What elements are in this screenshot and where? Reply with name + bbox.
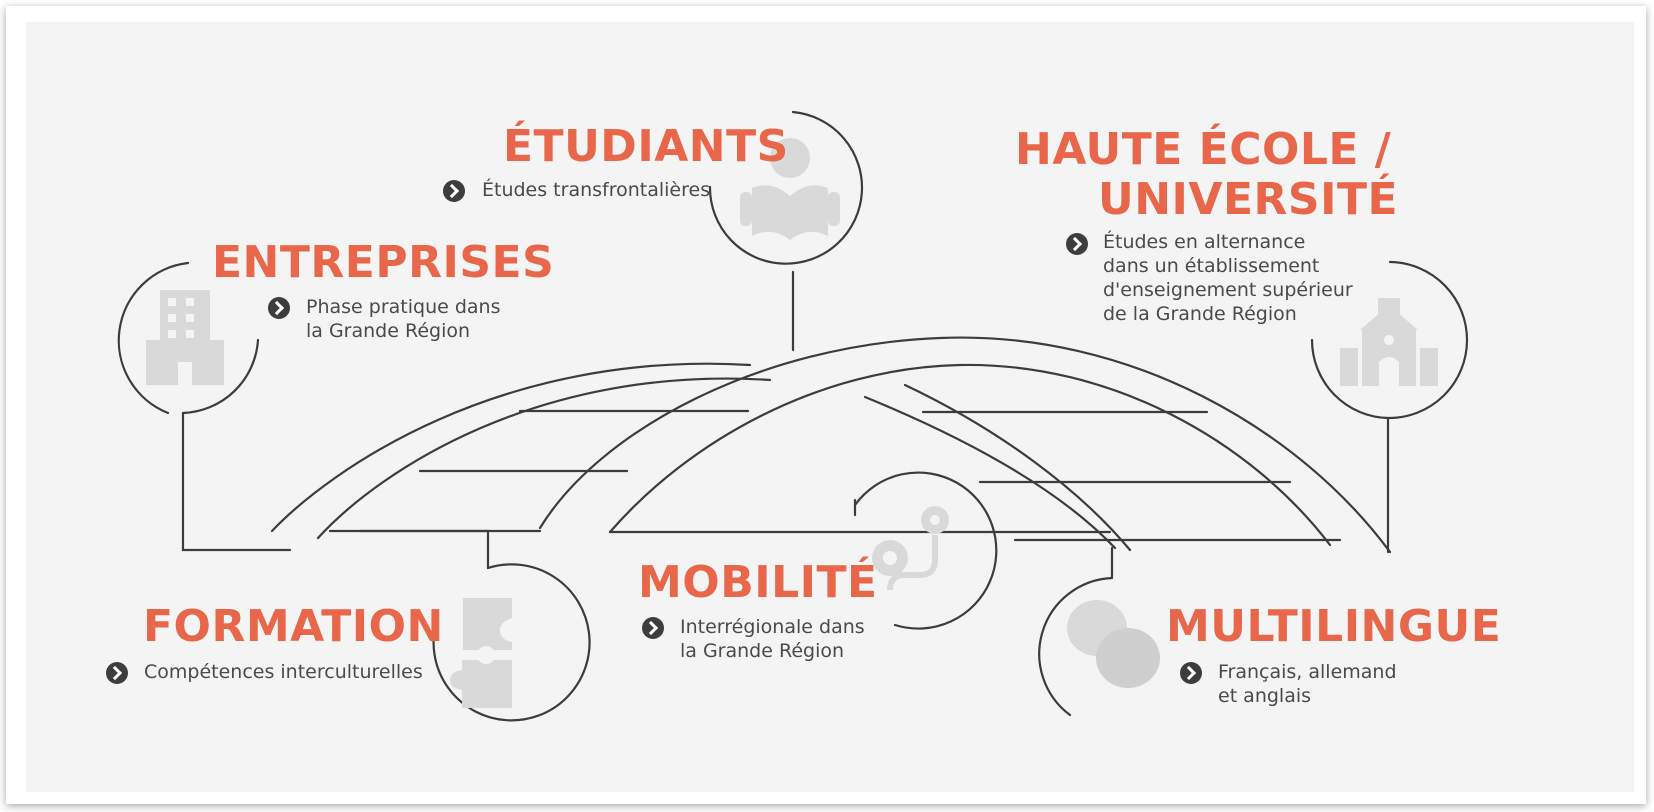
- office-building-icon: [146, 290, 224, 385]
- bridge-arc-right-strand-b: [903, 383, 1132, 552]
- haute-ecole-line-2: dans un établissement: [1103, 255, 1320, 277]
- mobilite-text: Interrégionale dans la Grande Région: [680, 615, 865, 663]
- speech-bubbles-icon: [1067, 600, 1160, 688]
- circle-mobilite: [853, 471, 998, 630]
- route-pins-icon: [872, 506, 949, 591]
- etudiants-text: Études transfrontalières: [482, 178, 710, 202]
- formation-text: Compétences interculturelles: [144, 660, 423, 684]
- etudiants-title: ÉTUDIANTS: [503, 121, 789, 172]
- circle-multilingue: [1038, 576, 1114, 717]
- mobilite-title: MOBILITÉ: [638, 557, 878, 608]
- bridge-arc-main-inner: [608, 363, 1332, 547]
- entreprises-line-2: la Grande Région: [306, 320, 471, 342]
- connector-entreprises: [181, 411, 292, 552]
- puzzle-piece-icon: [450, 598, 512, 708]
- bridge-arc-left-inner: [316, 377, 772, 540]
- multilingue-line-2: et anglais: [1218, 685, 1312, 707]
- entreprises-title: ENTREPRISES: [212, 237, 555, 288]
- bridge-arc-main-outer: [538, 336, 1392, 554]
- haute-ecole-line-4: de la Grande Région: [1103, 303, 1297, 325]
- entreprises-text: Phase pratique dans la Grande Région: [306, 295, 501, 343]
- haute-ecole-text: Études en alternance dans un établisseme…: [1103, 230, 1353, 326]
- bridge-arc-left-outer: [270, 362, 752, 533]
- circle-haute-ecole: [1310, 260, 1469, 420]
- multilingue-title: MULTILINGUE: [1166, 601, 1502, 652]
- diagram-panel: [26, 22, 1634, 792]
- haute-ecole-title-line-1: HAUTE ÉCOLE /: [1015, 124, 1392, 175]
- formation-title: FORMATION: [143, 601, 444, 652]
- haute-ecole-line-3: d'enseignement supérieur: [1103, 279, 1353, 301]
- chevron-bullet-icon: [106, 662, 128, 684]
- chevron-bullet-icon: [268, 297, 290, 319]
- haute-ecole-line-1: Études en alternance: [1103, 231, 1306, 253]
- multilingue-line-1: Français, allemand: [1218, 661, 1397, 683]
- circle-entreprises: [117, 261, 260, 415]
- etudiants-line-1: Études transfrontalières: [482, 179, 711, 201]
- chevron-bullet-icon: [443, 180, 465, 202]
- bridge-arc-right-strand-a: [863, 395, 1117, 550]
- connector-formation: [358, 529, 490, 570]
- chevron-bullet-icon: [1066, 233, 1088, 255]
- reading-student-icon: [740, 138, 840, 240]
- formation-line-1: Compétences interculturelles: [144, 661, 423, 683]
- university-building-icon: [1340, 298, 1438, 386]
- multilingue-text: Français, allemand et anglais: [1218, 660, 1397, 708]
- circle-etudiants: [708, 110, 864, 265]
- entreprises-line-1: Phase pratique dans: [306, 296, 501, 318]
- mobilite-line-1: Interrégionale dans: [680, 616, 865, 638]
- mobilite-line-2: la Grande Région: [680, 640, 845, 662]
- circle-formation: [432, 563, 591, 722]
- chevron-bullet-icon: [642, 617, 664, 639]
- haute-ecole-title-line-2: UNIVERSITÉ: [1098, 174, 1399, 225]
- chevron-bullet-icon: [1180, 662, 1202, 684]
